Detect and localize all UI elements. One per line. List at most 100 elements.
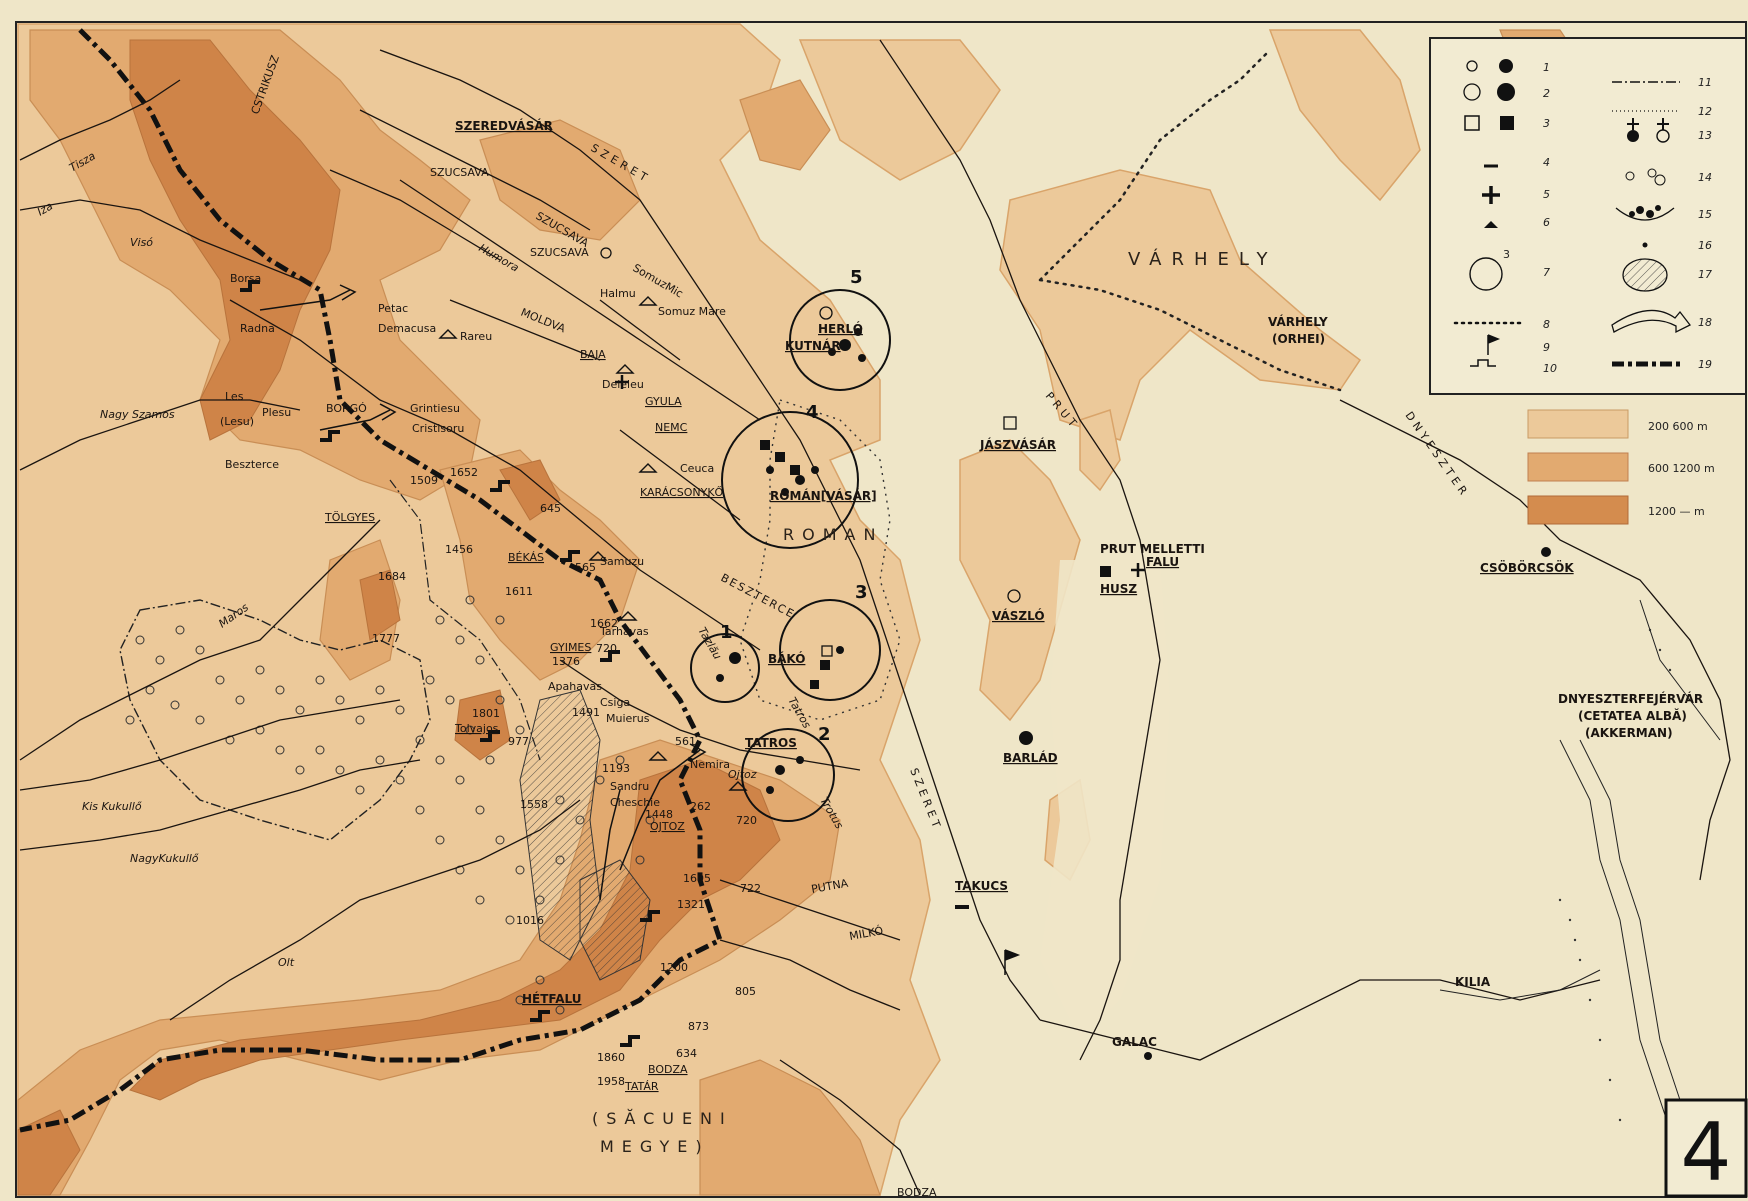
plate-number-box: 4 <box>1664 1098 1748 1199</box>
height-1801: 1801 <box>472 707 500 720</box>
town-jaszvasar: JÁSZVÁSÁR <box>979 437 1056 452</box>
town-bekas: BÉKÁS <box>508 551 544 564</box>
town-roman-vasar: ROMÁN[VÁSÁR] <box>770 488 877 503</box>
town-husz: HUSZ <box>1100 582 1137 596</box>
hatched-area-17b <box>579 859 651 981</box>
flag-icon <box>1004 949 1021 975</box>
legend-num-13: 13 <box>1698 129 1712 142</box>
height-1321: 1321 <box>677 898 705 911</box>
elev-label-1: 200 600 m <box>1648 420 1708 433</box>
circle-number-3: 3 <box>855 582 868 603</box>
height-1376: 1376 <box>552 655 580 668</box>
peak-tolvajos: Tolvajos <box>454 722 499 735</box>
legend-num-8: 8 <box>1543 318 1550 331</box>
height-634: 634 <box>676 1047 697 1060</box>
town-prut-meletti: PRUT MELLETTI <box>1100 542 1205 556</box>
height-1509: 1509 <box>410 474 438 487</box>
height-565: 565 <box>575 561 596 574</box>
legend-num-10: 10 <box>1543 362 1557 375</box>
elev-label-3: 1200 — m <box>1648 505 1705 518</box>
town-herlo: HERLÓ <box>818 321 863 336</box>
town-bodza: BODZA <box>648 1063 688 1076</box>
circle-3 <box>779 599 881 701</box>
town-radna: Radna <box>240 322 275 335</box>
legend-num-18: 18 <box>1698 316 1712 329</box>
town-bako: BÁKÓ <box>768 651 805 666</box>
town-kutnar: KUTNÁR <box>785 338 841 353</box>
town-varhely: VÁRHELY <box>1268 314 1328 329</box>
flag-icons <box>1004 949 1021 975</box>
height-1958: 1958 <box>597 1075 625 1088</box>
settlement-symbols <box>716 328 1551 1060</box>
legend-num-1: 1 <box>1543 61 1550 74</box>
town-gyimes: GYIMES <box>550 641 591 654</box>
town-vaszlo: VÁSZLÓ <box>992 608 1045 623</box>
town-beszterce: Beszterce <box>225 458 279 471</box>
cross-symbols <box>615 375 1145 577</box>
lowland-plain <box>1040 560 1170 1040</box>
circle-number-2: 2 <box>818 724 831 745</box>
peak-demacusa: Demacusa <box>378 322 436 335</box>
height-262: 262 <box>690 800 711 813</box>
region-roman: ROMAN <box>783 525 883 544</box>
river-milko: MILKÓ <box>848 924 884 943</box>
elev-swatch-1 <box>1527 409 1629 439</box>
circle-number-5: 5 <box>850 267 863 288</box>
delta-dots <box>1558 628 1672 1122</box>
town-baja: BAJA <box>580 348 606 361</box>
peak-samuzu: Samuzu <box>600 555 644 568</box>
settlement-open-symbols <box>600 247 1021 657</box>
legend-num-11: 11 <box>1698 76 1712 89</box>
height-645: 645 <box>540 502 561 515</box>
peak-cristisoru: Cristisoru <box>412 422 464 435</box>
legend-num-3: 3 <box>1543 117 1550 130</box>
legend-num-16: 16 <box>1698 239 1712 252</box>
elev-swatch-3 <box>1527 495 1629 525</box>
river-olt: Olt <box>278 956 295 969</box>
town-tatros: TATROS <box>745 736 797 750</box>
peak-lesu: (Lesu) <box>220 415 254 428</box>
arrow-icon <box>259 289 351 311</box>
height-720a: 720 <box>596 642 617 655</box>
height-1611: 1611 <box>505 585 533 598</box>
plate-number: 4 <box>1681 1106 1732 1199</box>
peak-apahavas: Apahavas <box>548 680 602 693</box>
river-kis-kukullo: Kis Kukullő <box>82 800 142 813</box>
river-viso: Visó <box>130 236 153 249</box>
town-tolgyes: TÖLGYES <box>324 511 375 524</box>
height-1662: 1662 <box>590 617 618 630</box>
river-ojtoz: Ojtoz <box>728 768 757 781</box>
town-orhei: (ORHEI) <box>1272 332 1325 346</box>
legend-num-7: 7 <box>1543 266 1550 279</box>
height-1558: 1558 <box>520 798 548 811</box>
legend-num-19: 19 <box>1698 358 1712 371</box>
circle-5 <box>789 289 891 391</box>
height-1605: 1605 <box>683 872 711 885</box>
legend-flag-icon <box>1487 334 1501 355</box>
peak-grintiesu: Grintiesu <box>410 402 460 415</box>
state-border <box>19 28 724 1133</box>
height-873: 873 <box>688 1020 709 1033</box>
town-kilia: KILIA <box>1455 975 1491 989</box>
elevation-legend: 200 600 m 600 1200 m 1200 — m <box>1527 409 1715 525</box>
town-barlad: BARLÁD <box>1003 750 1058 765</box>
pass-markings <box>240 280 660 1047</box>
circle-4 <box>721 411 859 549</box>
peak-petac: Petac <box>378 302 408 315</box>
boundary-line-2 <box>389 479 541 761</box>
legend-circle-number: 3 <box>1503 248 1510 261</box>
legend-panel: 3 1 2 3 4 5 6 7 8 9 10 11 12 13 <box>1429 37 1747 395</box>
town-szeredvasar: SZEREDVÁSÁR <box>455 118 553 133</box>
peak-muierus: Muierus <box>606 712 650 725</box>
peak-csiga: Csiga <box>600 696 630 709</box>
circle-number-labels: 5 4 3 1 2 <box>720 267 868 745</box>
town-borsa: Borsa <box>230 272 261 285</box>
peak-les: Les <box>225 390 244 403</box>
town-labels: SZEREDVÁSÁR SZUCSAVA SZUCSAVA HERLÓ KUTN… <box>225 118 1703 1093</box>
dotted-boundary-roman <box>739 399 901 721</box>
height-1200: 1200 <box>660 961 688 974</box>
town-falu: FALU <box>1146 555 1179 569</box>
legend-num-6: 6 <box>1543 216 1550 229</box>
town-gyula: GYULA <box>645 395 682 408</box>
